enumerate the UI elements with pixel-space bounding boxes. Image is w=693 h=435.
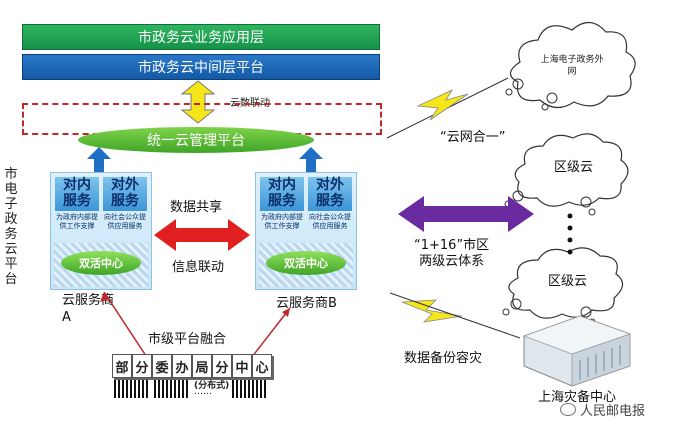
left-char: 子 <box>4 197 18 212</box>
left-char: 电 <box>4 182 18 197</box>
left-char: 云 <box>4 242 18 257</box>
wechat-icon <box>560 403 576 416</box>
branch-char-box: 局 <box>192 354 212 378</box>
branch-char-box: 部 <box>112 354 132 378</box>
district-cloud-1-label: 区级云 <box>554 160 594 175</box>
yellow-double-arrow <box>180 80 216 124</box>
platform-merge-label: 市级平台融合 <box>148 332 227 347</box>
watermark-text: 人民邮电报 <box>580 404 646 419</box>
middle-layer-bar: 市政务云中间层平台 <box>22 54 380 80</box>
branch-stripe-1 <box>114 380 150 398</box>
backup-center-label: 上海灾备中心 <box>538 390 617 405</box>
internal-service-desc: 为政府内部提供工作支撑 <box>261 213 303 230</box>
branch-dots: …… <box>194 387 212 397</box>
red-double-arrow <box>154 219 250 251</box>
branch-char-box: 分 <box>212 354 232 378</box>
external-service-tile: 对外 服务 <box>308 177 352 211</box>
branch-char-box: 办 <box>172 354 192 378</box>
branch-char-box: 心 <box>252 354 272 378</box>
left-side-label: 市 电 子 政 务 云 平 台 <box>4 167 18 287</box>
data-share-label: 数据共享 <box>170 200 223 215</box>
internal-service-tile: 对内 服务 <box>260 177 304 211</box>
unified-cloud-mgmt-platform: 统一云管理平台 <box>78 127 314 153</box>
data-backup-label: 数据备份容灾 <box>404 351 483 366</box>
district-cloud-2-label: 区级云 <box>548 274 588 289</box>
provider-b-panel: 对内 服务 对外 服务 为政府内部提供工作支撑 向社会公众提供应用服务 双活中心 <box>255 172 357 290</box>
middle-layer-label: 市政务云中间层平台 <box>138 60 264 76</box>
up-arrow-right <box>299 147 323 173</box>
external-service-tile: 对外 服务 <box>103 177 147 211</box>
external-service-desc: 向社会公众提供应用服务 <box>104 213 146 230</box>
left-char: 务 <box>4 227 18 242</box>
app-layer-label: 市政务云业务应用层 <box>138 30 264 46</box>
mgmt-platform-label: 统一云管理平台 <box>147 133 245 149</box>
watermark: 人民邮电报 <box>560 400 645 419</box>
branch-char-box: 委 <box>152 354 172 378</box>
external-service-desc: 向社会公众提供应用服务 <box>309 213 351 230</box>
branch-char-box: 中 <box>232 354 252 378</box>
dual-active-center: 双活中心 <box>266 251 346 275</box>
info-linkage-label: 信息联动 <box>172 260 225 275</box>
branch-stripe-3 <box>232 380 268 398</box>
branch-center-block: 部 分 委 办 局 分 中 心 (分布式) …… <box>112 354 272 402</box>
provider-b-label: 云服务商B <box>276 296 337 311</box>
dual-active-label: 双活中心 <box>284 257 328 270</box>
app-layer-bar: 市政务云业务应用层 <box>22 24 380 50</box>
dual-active-center: 双活中心 <box>61 251 141 275</box>
internal-service-desc: 为政府内部提供工作支撑 <box>56 213 98 230</box>
dual-active-label: 双活中心 <box>79 257 123 270</box>
left-char: 平 <box>4 257 18 272</box>
left-char: 市 <box>4 167 18 182</box>
internal-service-tile: 对内 服务 <box>55 177 99 211</box>
left-char: 台 <box>4 272 18 287</box>
branch-stripe-2 <box>154 380 190 398</box>
left-char: 政 <box>4 212 18 227</box>
up-arrow-left <box>87 147 111 173</box>
cloud-net-integration-label: “云网合一” <box>440 130 506 145</box>
gov-extranet-cloud-label: 上海电子政务外网 <box>540 55 604 77</box>
branch-distributed-note: (分布式) <box>194 381 230 391</box>
provider-a-panel: 对内 服务 对外 服务 为政府内部提供工作支撑 向社会公众提供应用服务 双活中心 <box>50 172 152 290</box>
provider-a-label: 云服务商 A <box>62 293 115 325</box>
branch-char-box: 分 <box>132 354 152 378</box>
two-level-cloud-label: “1+16”市区 两级云体系 <box>414 238 490 269</box>
